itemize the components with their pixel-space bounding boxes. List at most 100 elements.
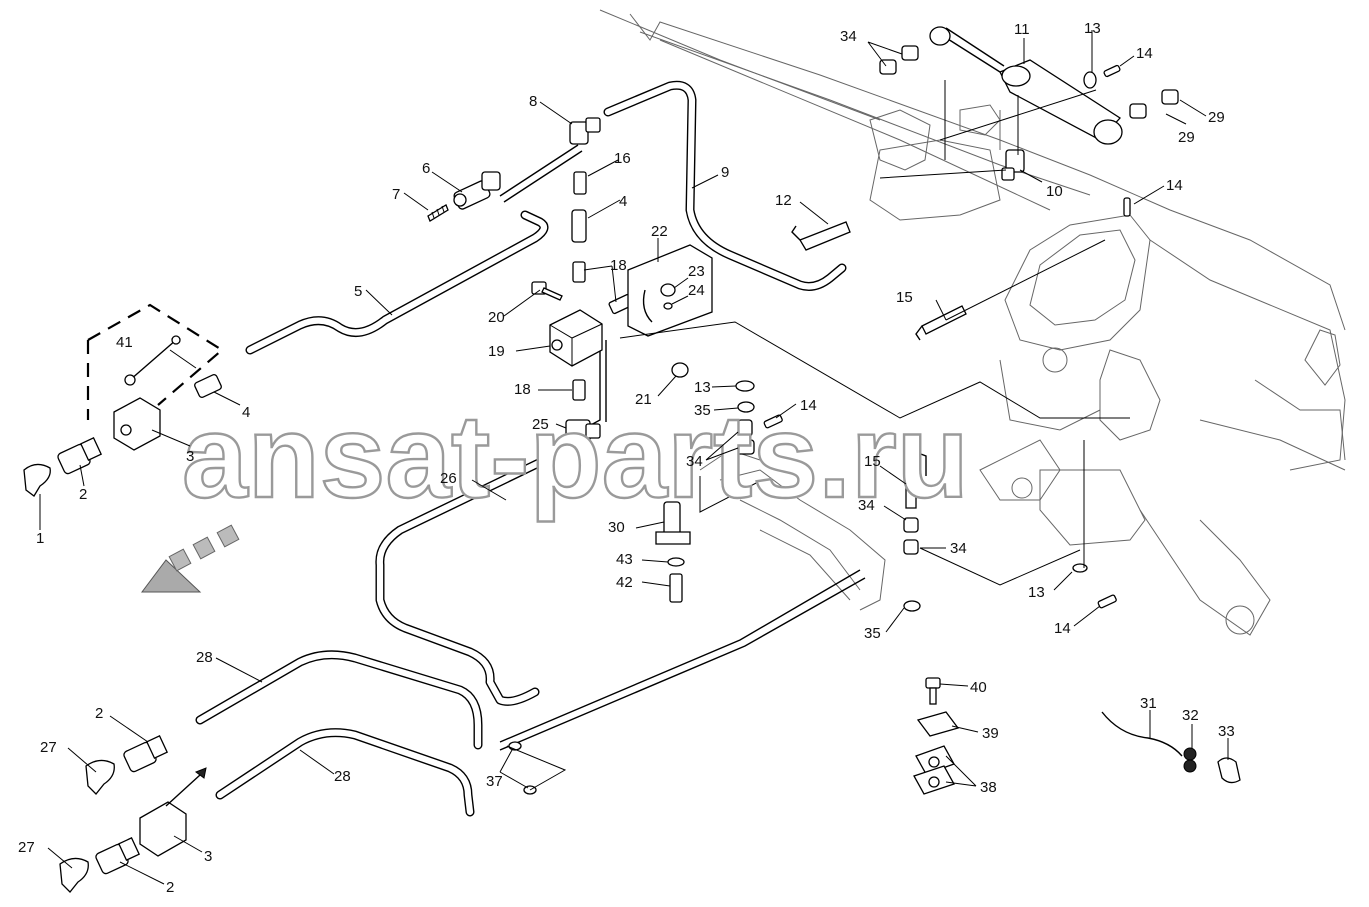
- callout-2: 2: [95, 705, 103, 722]
- callout-19: 20: [488, 309, 505, 326]
- callout-30: 30: [608, 519, 625, 536]
- bolt-42: [669, 573, 683, 603]
- clamp-38: [913, 745, 955, 795]
- callout-22: 22: [651, 223, 668, 240]
- washer-35b: [903, 600, 921, 612]
- callout-29: 29: [1208, 109, 1225, 126]
- cable-31: [1101, 711, 1183, 757]
- callout-2: 2: [79, 486, 87, 503]
- callout-19: 19: [488, 343, 505, 360]
- callout-34: 34: [686, 453, 703, 470]
- callout-6: 6: [422, 160, 430, 177]
- nipple-16: [573, 171, 587, 195]
- callout-34: 34: [950, 540, 967, 557]
- callout-2: 2: [166, 879, 174, 896]
- watermark-text: ansat-parts.ru: [182, 391, 969, 523]
- washer-24: [663, 302, 673, 310]
- pin-14c: [763, 414, 783, 429]
- pin-30: [655, 501, 691, 545]
- leader-lines: [39, 30, 1229, 885]
- callout-3: 3: [186, 448, 194, 465]
- valve-block-19: [549, 309, 603, 367]
- callout-5: 5: [354, 283, 362, 300]
- washer-13b: [735, 380, 755, 392]
- cylinder-11: [929, 26, 1123, 145]
- fitting-4b: [571, 209, 587, 243]
- callout-7: 7: [392, 186, 400, 203]
- bushing-34a: [879, 45, 919, 75]
- hose-5: [245, 210, 549, 355]
- callout-42: 42: [616, 574, 633, 591]
- callout-43: 43: [616, 551, 633, 568]
- fitting-4a: [194, 374, 222, 398]
- ball-valve-3a: [113, 397, 161, 451]
- callout-3: 3: [204, 848, 212, 865]
- callout-8: 8: [529, 93, 537, 110]
- callout-23: 23: [688, 263, 705, 280]
- screw-7: [427, 204, 449, 222]
- callout-13: 13: [1028, 584, 1045, 601]
- nut-21: [671, 362, 689, 378]
- callout-28: 28: [196, 649, 213, 666]
- bushing-29a: [1129, 103, 1147, 119]
- callout-18: 18: [514, 381, 531, 398]
- callout-labels: 1 2 2 2 3 3 4 4 5 6 7 8 9 10 11 12 13 13…: [18, 20, 1235, 896]
- callout-40: 40: [970, 679, 987, 696]
- hose-9: [603, 80, 847, 291]
- quick-coupler-2a: [57, 437, 103, 475]
- callout-27: 27: [40, 739, 57, 756]
- callout-39: 39: [982, 725, 999, 742]
- elbow-8: [569, 117, 601, 145]
- washer-35a: [737, 401, 755, 413]
- bushing-34c: [903, 517, 919, 533]
- pin-14a: [1103, 64, 1121, 78]
- cap-33: [1217, 757, 1241, 784]
- ball-valve-3b: [139, 767, 207, 857]
- callout-25: 25: [532, 416, 549, 433]
- bushing-34d: [903, 539, 919, 555]
- nut-23: [660, 283, 676, 297]
- clamp-32: [1183, 747, 1197, 773]
- callout-26: 26: [440, 470, 457, 487]
- washer-43: [667, 557, 685, 567]
- callout-24: 24: [688, 282, 705, 299]
- quick-coupler-2c: [95, 837, 141, 875]
- hose-26: [375, 455, 550, 706]
- enclosure-dashed-41: [86, 303, 224, 420]
- pin-14d: [1097, 594, 1117, 609]
- seal-37: [508, 741, 537, 795]
- callout-33: 33: [1218, 723, 1235, 740]
- callout-18: 18: [610, 257, 627, 274]
- callout-37: 37: [486, 773, 503, 790]
- callout-32: 32: [1182, 707, 1199, 724]
- callout-21: 21: [635, 391, 652, 408]
- pin-15a: [915, 305, 967, 341]
- direction-arrow: [141, 524, 240, 593]
- washer-13a: [1083, 71, 1097, 89]
- callout-15: 15: [864, 453, 881, 470]
- pipe-upper-valve-line: [499, 144, 583, 203]
- callout-13: 13: [1084, 20, 1101, 37]
- callout-1: 1: [36, 530, 44, 547]
- callout-38: 38: [980, 779, 997, 796]
- pin-12: [791, 221, 851, 251]
- callout-10: 10: [1046, 183, 1063, 200]
- callout-27: 27: [18, 839, 35, 856]
- callout-4: 4: [242, 404, 250, 421]
- callout-13: 13: [694, 379, 711, 396]
- washer-13c: [1072, 563, 1088, 573]
- hose-28-upper: [195, 650, 483, 750]
- hose-28-lower: [215, 728, 475, 817]
- callout-4: 4: [619, 193, 627, 210]
- quick-coupler-2b: [123, 735, 169, 773]
- callout-14: 14: [1166, 177, 1183, 194]
- pin-15b: [905, 449, 927, 509]
- plate-39: [916, 711, 960, 737]
- callout-14: 14: [1054, 620, 1071, 637]
- callout-34: 34: [840, 28, 857, 45]
- dust-cap-27b: [59, 857, 89, 893]
- bushing-29b: [1161, 89, 1179, 105]
- callout-35: 35: [694, 402, 711, 419]
- tee-fitting-25: [565, 419, 601, 443]
